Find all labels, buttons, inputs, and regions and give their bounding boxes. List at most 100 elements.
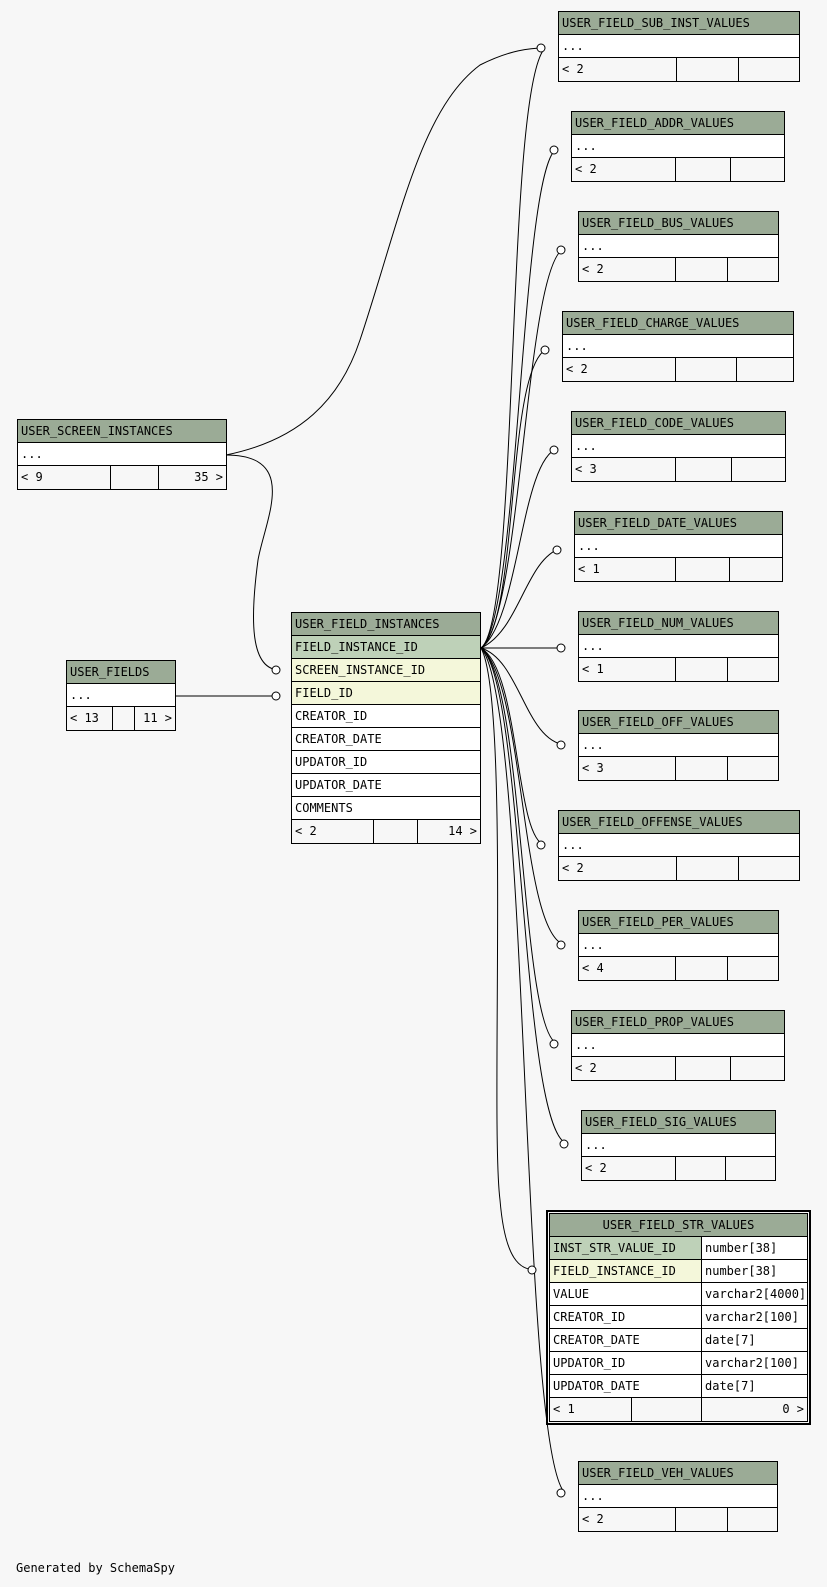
footer-spacer — [374, 820, 418, 843]
column-ellipsis: ... — [579, 734, 778, 757]
table-user-field-date-values[interactable]: USER_FIELD_DATE_VALUES ... < 1 — [574, 511, 783, 582]
table-footer: < 2 — [559, 857, 799, 880]
column-name: VALUE — [550, 1283, 702, 1305]
footer-spacer — [677, 58, 739, 81]
table-footer: < 1 — [579, 658, 778, 681]
edge-instances-to-veh — [480, 647, 566, 1494]
parent-count: < 3 — [572, 458, 676, 481]
column-ellipsis: ... — [559, 834, 799, 857]
parent-count: < 3 — [579, 757, 676, 780]
parent-count: < 13 — [67, 707, 113, 730]
table-title: USER_SCREEN_INSTANCES — [18, 420, 226, 443]
table-title: USER_FIELD_CODE_VALUES — [572, 412, 785, 435]
footer-spacer — [676, 458, 732, 481]
table-footer: < 3 — [572, 458, 785, 481]
table-footer: < 4 — [579, 957, 778, 980]
column-name: CREATOR_ID — [550, 1306, 702, 1328]
generated-by-footer: Generated by SchemaSpy — [16, 1561, 175, 1575]
crowfoot-circle — [549, 1039, 559, 1049]
parent-count: < 9 — [18, 466, 111, 489]
crowfoot-circle — [536, 43, 546, 53]
table-footer: < 13 11 > — [67, 707, 175, 730]
table-title: USER_FIELD_ADDR_VALUES — [572, 112, 784, 135]
footer-spacer — [676, 258, 728, 281]
child-count: 14 > — [448, 824, 477, 838]
column-row: CREATOR_ID varchar2[100] — [550, 1306, 807, 1329]
column-type: date[7] — [705, 1379, 756, 1393]
table-user-field-veh-values[interactable]: USER_FIELD_VEH_VALUES ... < 2 — [578, 1461, 778, 1532]
column-ellipsis: ... — [582, 1134, 775, 1157]
child-count — [728, 658, 778, 681]
column-ellipsis: ... — [572, 435, 785, 458]
footer-spacer — [111, 466, 159, 489]
table-user-field-sub-inst-values[interactable]: USER_FIELD_SUB_INST_VALUES ... < 2 — [558, 11, 800, 82]
table-user-field-charge-values[interactable]: USER_FIELD_CHARGE_VALUES ... < 2 — [562, 311, 794, 382]
table-user-field-per-values[interactable]: USER_FIELD_PER_VALUES ... < 4 — [578, 910, 779, 981]
crowfoot-circle — [556, 740, 566, 750]
column-row: FIELD_ID — [292, 682, 480, 705]
table-title: USER_FIELD_CHARGE_VALUES — [563, 312, 793, 335]
child-count — [731, 1057, 784, 1080]
edge-instances-to-off — [480, 647, 566, 746]
table-title: USER_FIELD_DATE_VALUES — [575, 512, 782, 535]
table-title: USER_FIELD_SUB_INST_VALUES — [559, 12, 799, 35]
table-user-field-bus-values[interactable]: USER_FIELD_BUS_VALUES ... < 2 — [578, 211, 779, 282]
table-user-field-num-values[interactable]: USER_FIELD_NUM_VALUES ... < 1 — [578, 611, 779, 682]
footer-spacer — [676, 1057, 731, 1080]
crowfoot-circle — [536, 840, 546, 850]
table-title: USER_FIELD_SIG_VALUES — [582, 1111, 775, 1134]
crowfoot-circle — [556, 940, 566, 950]
column-row: SCREEN_INSTANCE_ID — [292, 659, 480, 682]
column-row: FIELD_INSTANCE_ID number[38] — [550, 1260, 807, 1283]
footer-spacer — [632, 1398, 702, 1421]
parent-count: < 1 — [575, 558, 676, 581]
table-user-field-sig-values[interactable]: USER_FIELD_SIG_VALUES ... < 2 — [581, 1110, 776, 1181]
table-user-screen-instances[interactable]: USER_SCREEN_INSTANCES ... < 9 35 > — [17, 419, 227, 490]
table-user-field-instances[interactable]: USER_FIELD_INSTANCES FIELD_INSTANCE_ID S… — [291, 612, 481, 844]
column-row: CREATOR_ID — [292, 705, 480, 728]
column-type: varchar2[100] — [705, 1356, 799, 1370]
crowfoot-circle — [549, 445, 559, 455]
parent-count: < 2 — [559, 58, 677, 81]
footer-spacer — [677, 857, 739, 880]
table-user-field-addr-values[interactable]: USER_FIELD_ADDR_VALUES ... < 2 — [571, 111, 785, 182]
table-user-field-prop-values[interactable]: USER_FIELD_PROP_VALUES ... < 2 — [571, 1010, 785, 1081]
child-count: 0 > — [782, 1402, 804, 1416]
column-ellipsis: ... — [575, 535, 782, 558]
parent-count: < 2 — [292, 820, 374, 843]
crowfoot-circle — [556, 643, 566, 653]
crowfoot-circle — [540, 345, 550, 355]
crowfoot-circle — [556, 1488, 566, 1498]
column-row: UPDATOR_ID — [292, 751, 480, 774]
child-count — [739, 58, 799, 81]
table-title: USER_FIELD_OFFENSE_VALUES — [559, 811, 799, 834]
table-footer: < 9 35 > — [18, 466, 226, 489]
table-title: USER_FIELD_INSTANCES — [292, 613, 480, 636]
table-user-field-str-values[interactable]: USER_FIELD_STR_VALUES INST_STR_VALUE_ID … — [546, 1210, 811, 1425]
parent-count: < 2 — [582, 1157, 676, 1180]
table-user-field-code-values[interactable]: USER_FIELD_CODE_VALUES ... < 3 — [571, 411, 786, 482]
edge-instances-to-charge — [480, 347, 550, 649]
column-ellipsis: ... — [572, 1034, 784, 1057]
child-count: 11 > — [143, 711, 172, 725]
parent-count: < 2 — [572, 158, 676, 181]
column-type: date[7] — [705, 1333, 756, 1347]
table-title: USER_FIELDS — [67, 661, 175, 684]
table-footer: < 1 0 > — [550, 1398, 807, 1421]
footer-spacer — [676, 358, 737, 381]
edge-instances-to-sub-inst — [480, 47, 546, 649]
footer-spacer — [113, 707, 135, 730]
column-row: CREATOR_DATE date[7] — [550, 1329, 807, 1352]
child-count — [728, 757, 778, 780]
child-count — [726, 1157, 775, 1180]
edge-instances-to-prop — [480, 647, 559, 1045]
column-ellipsis: ... — [579, 1485, 777, 1508]
table-user-field-offense-values[interactable]: USER_FIELD_OFFENSE_VALUES ... < 2 — [558, 810, 800, 881]
table-user-field-off-values[interactable]: USER_FIELD_OFF_VALUES ... < 3 — [578, 710, 779, 781]
child-count — [730, 558, 782, 581]
footer-spacer — [676, 957, 728, 980]
parent-count: < 2 — [579, 258, 676, 281]
child-count — [728, 1508, 777, 1531]
table-user-fields[interactable]: USER_FIELDS ... < 13 11 > — [66, 660, 176, 731]
